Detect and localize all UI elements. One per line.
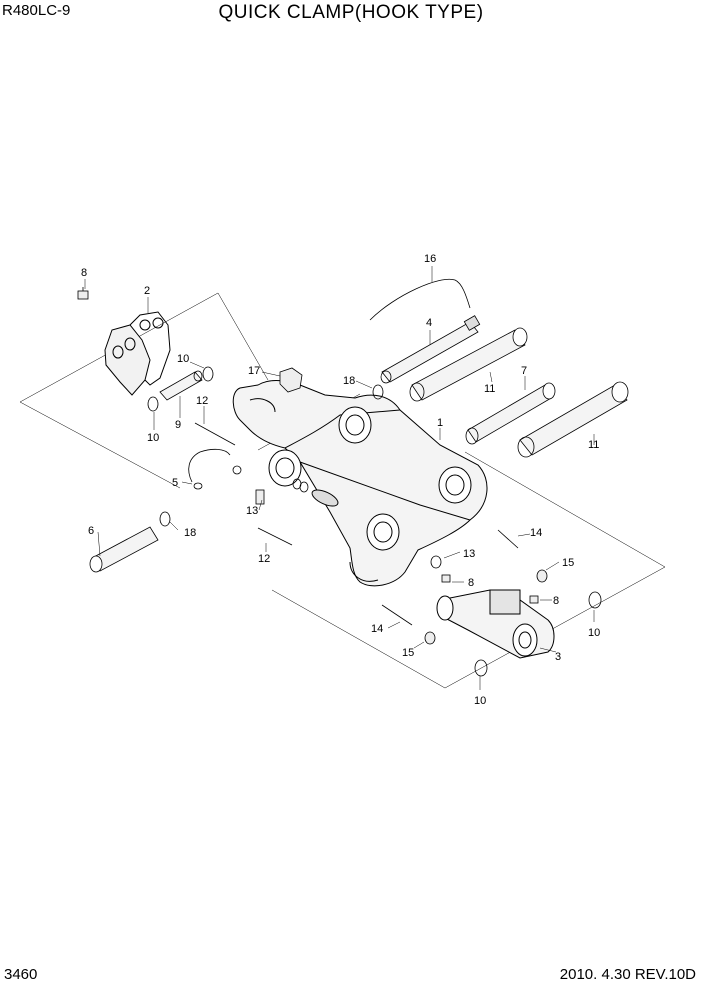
pin-part-6	[89, 526, 159, 573]
callout-2: 2	[144, 285, 150, 297]
bracket-part-17	[279, 367, 303, 393]
callout-8-mid: 8	[468, 577, 474, 589]
hook-plate-part	[104, 311, 171, 396]
page-number: 3460	[4, 966, 38, 983]
callout-18-lower: 18	[184, 527, 196, 539]
leader-lines	[84, 266, 595, 690]
clip-part-5	[188, 448, 242, 490]
callout-16: 16	[424, 253, 436, 265]
callout-8-right: 8	[553, 595, 559, 607]
callout-10-upper: 10	[177, 353, 189, 365]
callout-1: 1	[437, 417, 443, 429]
assembly-boundary-left	[19, 292, 269, 489]
callout-12-upper: 12	[196, 395, 208, 407]
callout-10-left: 10	[147, 432, 159, 444]
callout-14-right: 14	[530, 527, 542, 539]
callout-15-left: 15	[402, 647, 414, 659]
callout-11-upper: 11	[484, 383, 495, 395]
callout-4: 4	[426, 317, 432, 329]
bolt-part-14	[381, 529, 519, 626]
callout-6: 6	[88, 525, 94, 537]
snap-ring-part	[147, 366, 602, 677]
page-title: QUICK CLAMP(HOOK TYPE)	[218, 2, 484, 23]
revision-date: 2010. 4.30 REV.10D	[559, 966, 696, 983]
callout-18-upper: 18	[343, 375, 355, 387]
hydraulic-cylinder-part	[436, 589, 555, 659]
pin-part-7	[465, 382, 556, 445]
main-frame-part	[232, 380, 488, 587]
pin-part-9	[159, 370, 203, 401]
pin-part-11	[409, 327, 629, 458]
callout-11-right: 11	[588, 439, 599, 451]
bolt-part-12	[194, 422, 293, 546]
callout-14-left: 14	[371, 623, 383, 635]
callout-5: 5	[172, 477, 178, 489]
callout-8-top: 8	[81, 267, 87, 279]
callout-10-right: 10	[588, 627, 600, 639]
callout-10-bottom: 10	[474, 695, 486, 707]
callout-3: 3	[555, 651, 561, 663]
callout-13-left: 13	[246, 505, 258, 517]
fitting-part-15	[424, 569, 548, 645]
grease-nipple-part	[77, 287, 539, 604]
callout-labels: 1 2 3 4 5 6 7 8 8 8 9 10 10 10 10 11 11 …	[81, 253, 600, 707]
wire-part-16	[369, 278, 471, 321]
callout-12-lower: 12	[258, 553, 270, 565]
callout-13-right: 13	[463, 548, 475, 560]
washer-part-13	[255, 478, 442, 569]
callout-15-right: 15	[562, 557, 574, 569]
cylinder-rod-part	[380, 315, 481, 384]
callout-17: 17	[248, 365, 260, 377]
callout-7: 7	[521, 365, 527, 377]
model-number: R480LC-9	[2, 2, 71, 19]
callout-9: 9	[175, 419, 181, 431]
